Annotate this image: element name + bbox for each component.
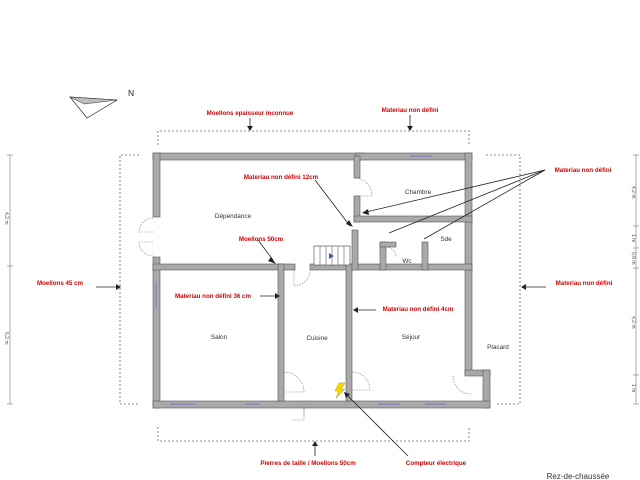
- annotation-materiau-12: Materiau non défini 12cm: [244, 174, 319, 181]
- room-label-salon: Salon: [211, 334, 228, 341]
- dim-right-2: 1 m: [630, 234, 636, 242]
- windows: [155, 155, 445, 405]
- room-label-cuisine: Cuisine: [306, 335, 328, 342]
- annotation-materiau-top: Materiau non défini: [382, 107, 439, 114]
- dim-right-3: 0,8 m: [630, 252, 636, 265]
- dim-right-1: 4,2 m: [630, 186, 636, 199]
- annotation-materiau-4: Materiau non défini 4cm: [383, 306, 454, 313]
- annotation-moellons-50: Moellons 50cm: [239, 236, 284, 243]
- room-label-chambre: Chambre: [405, 189, 432, 196]
- room-label-placard: Placard: [487, 344, 509, 351]
- annotation-pierres: Pierres de taille / Moellons 50cm: [260, 460, 356, 467]
- electric-meter-icon: [334, 382, 346, 399]
- room-label-wc: Wc: [402, 258, 412, 265]
- north-label: N: [128, 88, 134, 98]
- dim-right-5: 1 m: [630, 384, 636, 392]
- annotation-compteur: Compteur électrique: [406, 460, 467, 467]
- annotation-materiau-36: Materiau non défini 36 cm: [175, 293, 251, 300]
- room-label-sejour: Séjour: [402, 334, 421, 341]
- floor-label: Rez-de-chaussée: [547, 472, 610, 480]
- room-label-dependance: Dépendance: [215, 213, 252, 220]
- walls: [152, 152, 491, 409]
- dimension-lines: [7, 154, 639, 405]
- stairs: [313, 245, 351, 266]
- dim-left-top: 4,2 m: [3, 212, 9, 225]
- annotation-moellons-45: Moellons 45 cm: [37, 280, 84, 287]
- dim-right-4: 4,2 m: [630, 316, 636, 329]
- annotation-materiau-right-mid: Materiau non défini: [556, 280, 613, 287]
- annotation-materiau-right-top: Materiau non défini: [555, 167, 612, 174]
- north-arrow-icon: [69, 96, 119, 119]
- room-label-sde: Sde: [440, 236, 452, 243]
- dim-left-bottom: 5,2 m: [3, 332, 9, 345]
- door-swings: [138, 177, 472, 421]
- annotation-arrows: [96, 115, 546, 457]
- annotation-moellons-inconnue: Moellons epaisseur inconnue: [207, 110, 294, 117]
- exterior-outline: [119, 130, 521, 442]
